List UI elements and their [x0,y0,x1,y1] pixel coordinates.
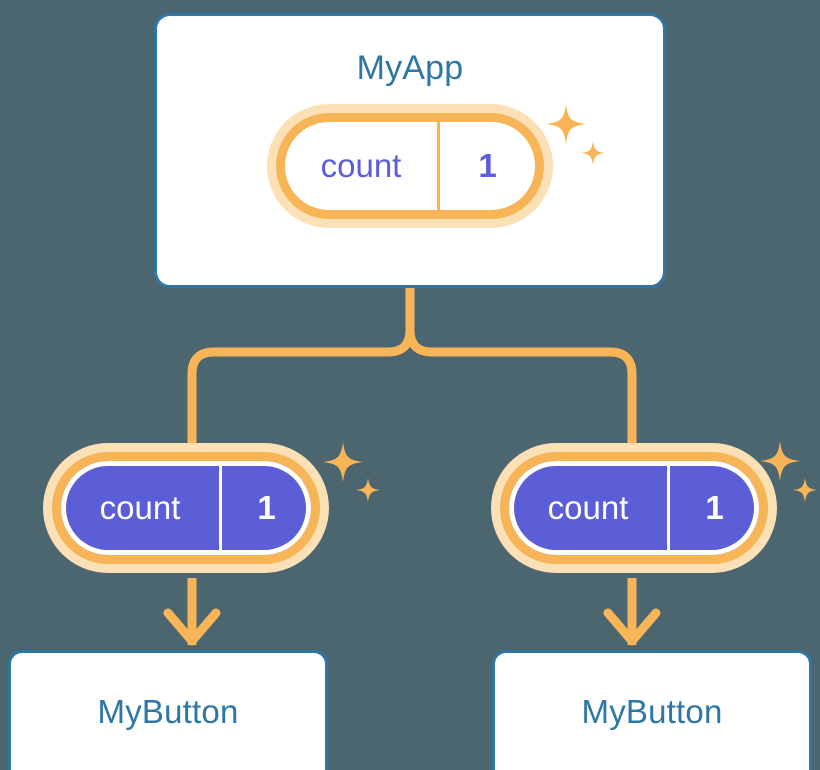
state-pill-key: count [320,147,402,184]
connector-root-to-right [405,283,637,457]
connector-root-to-left [187,283,415,457]
state-pill-divider [437,122,440,210]
state-pill-value: 1 [705,489,724,526]
state-pill-key: count [547,489,629,526]
component-card-mybutton-left[interactable]: MyButton [8,650,328,770]
state-pill-key: count [99,489,181,526]
component-card-myapp[interactable]: MyApp [154,13,666,288]
state-pill-value: 1 [257,489,276,526]
arrow-head-left [163,608,221,646]
sparkle-icon-mybutton-left [323,442,380,502]
state-pill-mybutton-left[interactable]: count 1 [52,452,320,564]
state-pill-mybutton-right[interactable]: count 1 [500,452,768,564]
state-pill-body: count 1 [276,113,544,219]
state-pill-body: count 1 [52,452,320,564]
state-pill-divider [667,461,670,555]
component-card-mybutton-right[interactable]: MyButton [492,650,812,770]
component-title-myapp: MyApp [356,49,464,87]
state-pill-divider [219,461,222,555]
component-title-mybutton-right: MyButton [581,693,723,730]
state-pill-myapp[interactable]: count 1 [276,113,544,219]
arrow-head-right [603,608,661,646]
state-pill-value: 1 [478,147,497,184]
component-title-mybutton-left: MyButton [97,693,239,730]
state-pill-body: count 1 [500,452,768,564]
